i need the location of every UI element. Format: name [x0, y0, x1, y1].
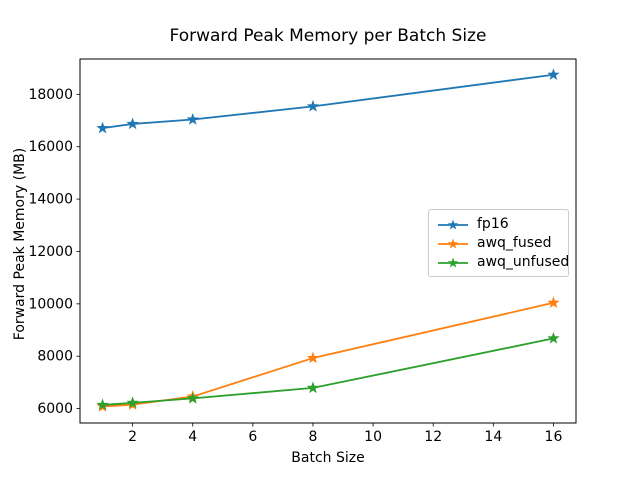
- series-line-fp16: [102, 73, 554, 130]
- legend: fp16 awq_fused awq_unfused: [428, 209, 569, 277]
- x-tick-label: 6: [248, 429, 257, 445]
- y-tick-label: 8000: [37, 349, 73, 365]
- series-marker-awq_unfused: [547, 331, 560, 344]
- x-tick-label: 16: [545, 429, 563, 445]
- legend-label: awq_fused: [477, 235, 552, 251]
- chart-title: Forward Peak Memory per Batch Size: [169, 26, 487, 46]
- series-marker-fp16: [306, 99, 320, 112]
- legend-item-awq_unfused: awq_unfused: [436, 253, 569, 272]
- legend-star-marker-icon: [447, 219, 459, 229]
- x-tick-label: 8: [309, 429, 318, 445]
- series-line-awq_fused: [102, 301, 554, 408]
- y-tick-label: 16000: [28, 139, 73, 155]
- legend-item-awq_fused: awq_fused: [436, 234, 561, 253]
- y-tick-label: 10000: [28, 296, 73, 312]
- series-marker-fp16: [96, 121, 109, 134]
- series-marker-fp16: [126, 117, 139, 130]
- y-tick-label: 14000: [28, 192, 73, 208]
- legend-star-marker-icon: [447, 238, 459, 248]
- y-tick-label: 6000: [37, 401, 73, 417]
- series-marker-fp16: [186, 112, 199, 125]
- x-tick-label: 12: [424, 429, 442, 445]
- series-marker-awq_unfused: [96, 398, 109, 411]
- axes-spines: [79, 58, 577, 424]
- series-marker-awq_unfused: [306, 381, 320, 394]
- x-tick-label: 14: [484, 429, 502, 445]
- x-tick-label: 4: [188, 429, 197, 445]
- series-marker-awq_unfused: [126, 396, 139, 409]
- x-tick-label: 10: [364, 429, 382, 445]
- legend-label: fp16: [477, 216, 509, 232]
- legend-star-marker-icon: [447, 257, 459, 267]
- legend-line-swatch: [438, 257, 468, 267]
- series-line-awq_unfused: [102, 337, 554, 406]
- legend-label: awq_unfused: [477, 254, 570, 270]
- series-marker-awq_fused: [547, 296, 560, 309]
- x-tick-label: 2: [128, 429, 137, 445]
- x-axis-label: Batch Size: [291, 450, 365, 466]
- y-tick-label: 18000: [28, 87, 73, 103]
- legend-item-fp16: fp16: [436, 215, 561, 234]
- series-marker-fp16: [547, 68, 560, 80]
- series-marker-awq_unfused: [186, 391, 199, 404]
- legend-line-swatch: [438, 219, 468, 229]
- legend-line-swatch: [438, 238, 468, 248]
- y-tick-label: 12000: [28, 244, 73, 260]
- series-marker-awq_fused: [306, 351, 320, 364]
